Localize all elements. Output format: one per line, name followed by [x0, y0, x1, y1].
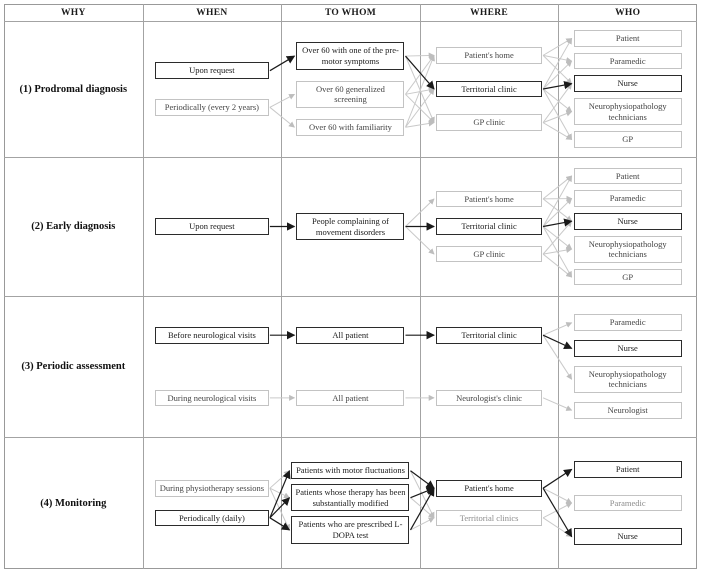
node-r1-premotor: Over 60 with one of the pre-motor sympto… [296, 42, 405, 70]
node-r2-paramedic: Paramedic [573, 190, 682, 207]
cell-to-whom-2: People complaining of movement disorders [281, 157, 420, 296]
row-divider-header [4, 21, 697, 22]
node-r3-before-visits: Before neurological visits [154, 326, 269, 344]
column-header-where: WHERE [470, 7, 509, 18]
cell-when-2: Upon request [143, 157, 282, 296]
node-r1-screening: Over 60 generalized screening [296, 80, 405, 108]
column-divider-3 [419, 4, 421, 569]
column-divider-1 [142, 4, 144, 569]
node-r1-neuro-tech: Neurophysiopathology technicians [573, 98, 682, 126]
node-r3-neurologist: Neurologist [573, 401, 682, 419]
phase-label-4: (4) Monitoring [40, 497, 107, 509]
node-r3-all-patient-b: All patient [296, 389, 405, 407]
node-r1-gp: GP [573, 131, 682, 148]
column-divider-4 [558, 4, 560, 569]
node-r3-all-patient-a: All patient [296, 326, 405, 344]
node-r3-neurologists-clinic: Neurologist's clinic [436, 389, 543, 407]
row-divider-3 [4, 437, 697, 438]
node-r1-nurse: Nurse [573, 75, 682, 92]
table-outer-border [4, 4, 697, 569]
header-row: WHY WHEN TO WHOM WHERE WHO [4, 4, 697, 21]
node-r4-daily: Periodically (daily) [154, 509, 269, 527]
node-r1-periodically: Periodically (every 2 years) [154, 99, 269, 116]
node-r2-patients-home: Patient's home [436, 190, 543, 208]
node-r2-patient: Patient [573, 167, 682, 185]
node-r4-patient: Patient [573, 461, 682, 478]
phase-row-monitoring: (4) Monitoring During physiotherapy sess… [4, 437, 697, 569]
node-r3-neuro-tech: Neurophysiopathology technicians [573, 365, 682, 393]
column-header-when: WHEN [196, 7, 228, 18]
node-r4-physio: During physiotherapy sessions [154, 479, 269, 497]
node-r4-paramedic: Paramedic [573, 494, 682, 512]
phase-label-3: (3) Periodic assessment [21, 361, 126, 372]
node-r1-paramedic: Paramedic [573, 52, 682, 70]
phase-label-1: (1) Prodromal diagnosis [19, 83, 128, 95]
node-r3-nurse: Nurse [573, 340, 682, 357]
node-r4-patients-home: Patient's home [436, 479, 543, 497]
node-r4-ldopa: Patients who are prescribed L-DOPA test [291, 516, 410, 544]
node-r2-gp-clinic: GP clinic [436, 245, 543, 263]
node-r2-people: People complaining of movement disorders [296, 212, 405, 241]
node-r1-upon-request: Upon request [154, 62, 269, 79]
node-r1-gp-clinic: GP clinic [436, 114, 543, 131]
column-header-to-whom: TO WHOM [324, 7, 377, 18]
column-header-why: WHY [60, 7, 86, 18]
node-r1-territorial-clinic: Territorial clinic [436, 80, 543, 98]
column-header-who: WHO [615, 7, 641, 18]
node-r1-patient: Patient [573, 30, 682, 47]
node-r1-familiarity: Over 60 with familiarity [296, 118, 405, 136]
node-r2-territorial-clinic: Territorial clinic [436, 218, 543, 235]
phase-row-periodic-assessment: (3) Periodic assessment Before neurologi… [4, 296, 697, 437]
node-r2-nurse: Nurse [573, 212, 682, 230]
node-r4-motor: Patients with motor fluctuations [291, 462, 410, 480]
node-r2-gp: GP [573, 268, 682, 286]
node-r3-paramedic: Paramedic [573, 314, 682, 332]
node-r2-neuro-tech: Neurophysiopathology technicians [573, 235, 682, 263]
node-r2-upon-request: Upon request [154, 218, 269, 235]
node-r3-territorial-clinic: Territorial clinic [436, 326, 543, 344]
phase-row-early-diagnosis: (2) Early diagnosis Upon request People … [4, 157, 697, 296]
node-r1-patients-home: Patient's home [436, 47, 543, 64]
node-r4-territorial-clinics: Territorial clinics [436, 509, 543, 527]
cell-to-whom-1: Over 60 with one of the pre-motor sympto… [281, 21, 420, 157]
column-divider-2 [281, 4, 283, 569]
phase-label-2: (2) Early diagnosis [31, 221, 116, 232]
row-divider-2 [4, 296, 697, 297]
node-r4-nurse: Nurse [573, 528, 682, 545]
node-r4-therapy: Patients whose therapy has been substant… [291, 484, 410, 512]
row-divider-1 [4, 157, 697, 158]
node-r3-during-visits: During neurological visits [154, 389, 269, 407]
